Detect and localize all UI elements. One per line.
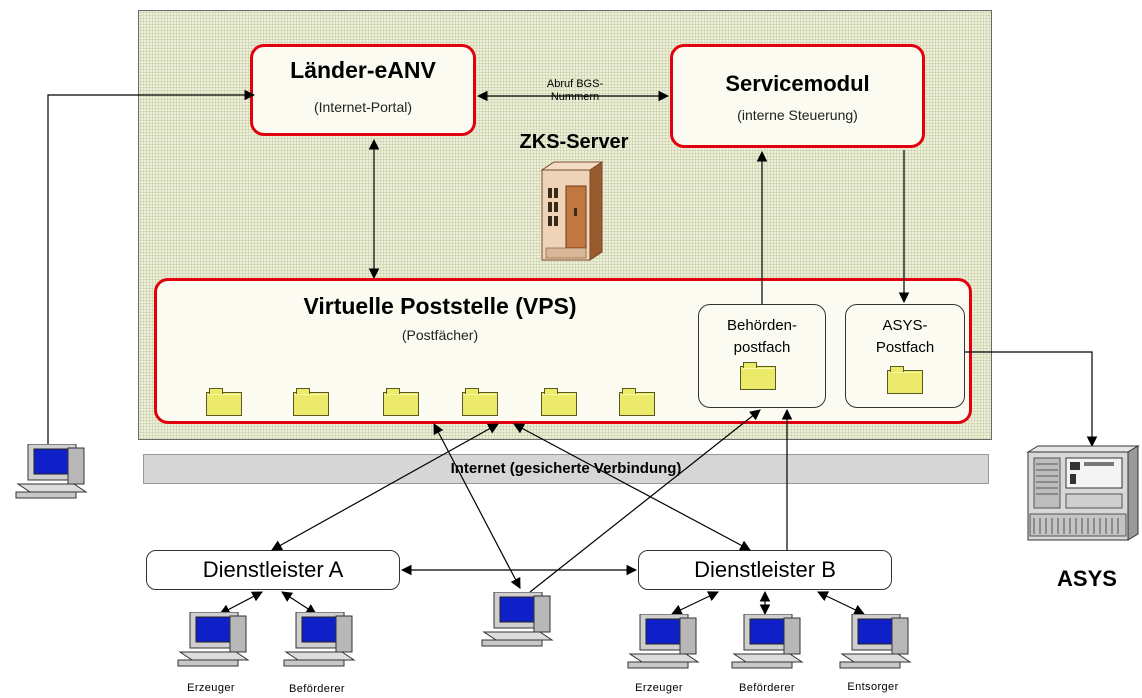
pc-label-erzeuger-a: Erzeuger — [187, 682, 235, 694]
behoerden-label-line1: Behörden- — [726, 317, 798, 334]
folder-icon — [383, 388, 419, 416]
laender-eanv-title: Länder-eANV — [290, 57, 436, 83]
behoerden-label-line2: postfach — [733, 339, 791, 356]
mainframe-icon — [1026, 445, 1140, 541]
folder-icon — [740, 362, 776, 390]
arrow-dienstleister-a-vps — [271, 423, 499, 551]
desktop-computer-icon — [15, 444, 88, 499]
pc-label-befoerderer-b: Beförderer — [739, 682, 795, 694]
vps-title: Virtuelle Poststelle (VPS) — [303, 293, 577, 319]
desktop-computer-icon — [627, 614, 700, 669]
asys-postfach-line1: ASYS- — [882, 317, 928, 334]
dienstleister-b: Dienstleister B — [638, 550, 892, 590]
servicemodul-subtitle: (interne Steuerung) — [737, 107, 858, 123]
arrow-left-pc-laender — [47, 89, 256, 445]
pc-label-erzeuger-b: Erzeuger — [635, 682, 683, 694]
folder-icon — [541, 388, 577, 416]
laender-eanv-box: Länder-eANV (Internet-Portal) — [250, 44, 476, 136]
arrow-a-befoerderer — [281, 591, 317, 615]
asys-label: ASYS — [1057, 566, 1117, 591]
zks-server-title: ZKS-Server — [519, 131, 629, 153]
folder-icon — [619, 388, 655, 416]
pc-label-befoerderer-a: Beförderer — [289, 683, 345, 695]
folder-icon — [462, 388, 498, 416]
behoerden-postfach: Behörden- postfach — [698, 304, 826, 408]
arrow-center-pc-behoerden — [529, 409, 761, 593]
arrow-dienstleister-b-vps — [513, 423, 751, 551]
folder-icon — [887, 366, 923, 394]
desktop-computer-icon — [283, 612, 356, 667]
vps-box: Virtuelle Poststelle (VPS) (Postfächer) — [154, 278, 972, 424]
servicemodul-title: Servicemodul — [725, 71, 870, 96]
arrow-center-pc-vps — [433, 423, 521, 589]
folder-icon — [293, 388, 329, 416]
laender-eanv-subtitle: (Internet-Portal) — [313, 99, 413, 115]
arrow-b-entsorger — [817, 591, 865, 615]
pc-label-entsorger-b: Entsorger — [847, 681, 899, 693]
abruf-line1: Abruf BGS- — [546, 78, 604, 90]
desktop-computer-icon — [177, 612, 250, 667]
folder-icon — [206, 388, 242, 416]
tower-server-icon — [540, 161, 604, 261]
arrow-asys-postfach-mainframe — [965, 351, 1098, 448]
asys-postfach-line2: Postfach — [875, 339, 935, 356]
servicemodul-box: Servicemodul (interne Steuerung) — [670, 44, 925, 148]
vps-subtitle: (Postfächer) — [401, 327, 479, 343]
desktop-computer-icon — [839, 614, 912, 669]
arrow-b-erzeuger — [671, 591, 719, 615]
desktop-computer-icon — [731, 614, 804, 669]
arrow-a-erzeuger — [219, 591, 263, 615]
desktop-computer-icon — [481, 592, 554, 647]
asys-postfach: ASYS- Postfach — [845, 304, 965, 408]
